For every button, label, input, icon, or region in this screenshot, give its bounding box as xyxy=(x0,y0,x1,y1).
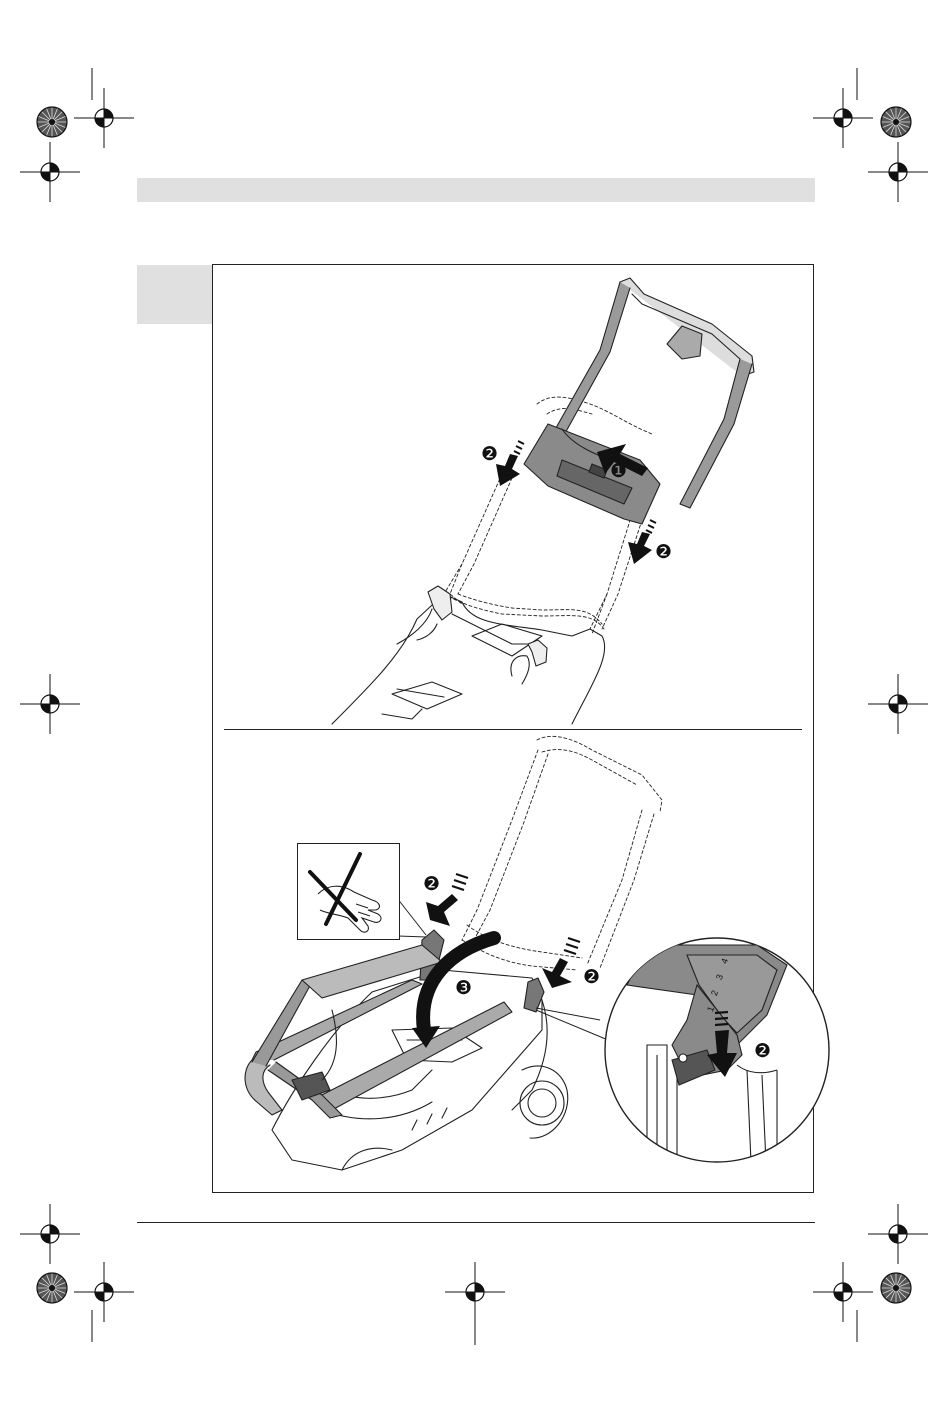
callout-2: ❷ xyxy=(754,1042,774,1062)
step-tab xyxy=(137,265,213,324)
callout-1: ❶ xyxy=(610,462,630,482)
callout-2: ❷ xyxy=(583,968,603,988)
no-hand-icon xyxy=(298,844,399,939)
callout-3: ❸ xyxy=(455,979,475,999)
warning-box xyxy=(297,843,400,940)
color-target-icon xyxy=(37,107,67,137)
header-band xyxy=(137,178,815,202)
callout-2: ❷ xyxy=(423,875,443,895)
callout-2: ❷ xyxy=(655,543,675,563)
footer-rule xyxy=(137,1222,815,1223)
detail-magnifier xyxy=(587,925,817,1175)
callout-2: ❷ xyxy=(481,445,501,465)
top-illustration xyxy=(212,264,814,729)
